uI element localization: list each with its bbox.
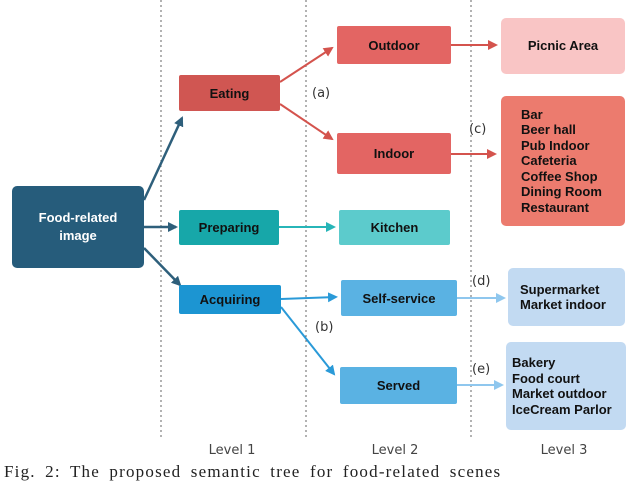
edge-acquiring-selfservice [280,292,338,303]
node-outdoor-label: Outdoor [368,37,420,53]
edge-label-d: (d) [472,274,491,289]
node-indoor: Indoor [337,133,451,174]
node-kitchen-label: Kitchen [370,220,419,235]
leaf-indoor-item: Dining Room [521,184,602,200]
edge-eating-outdoor [279,46,334,83]
edge-label-a: (a) [312,86,331,101]
edge-label-c: (c) [469,122,487,137]
leaf-served-item: Market outdoor [512,386,607,401]
node-acquiring-label: Acquiring [199,292,261,307]
node-served-label: Served [376,378,421,393]
node-served: Served [340,367,457,404]
edge-label-e: (e) [472,362,491,377]
leaf-picnic-item: Picnic Area [527,38,599,54]
leaf-served-item: Bakery [512,355,556,370]
leaf-indoor-item: Restaurant [521,199,589,215]
node-eating-label: Eating [209,85,250,101]
edge-root-acquiring [143,247,182,287]
node-acquiring: Acquiring [179,285,281,314]
root-node: Food-related image [12,186,144,268]
leaf-self-service-item: Supermarket [520,281,600,297]
leaf-indoor-item: Bar [521,106,543,122]
node-eating: Eating [179,75,280,111]
edge-eating-indoor [279,103,334,141]
leaf-indoor-item: Coffee Shop [521,168,598,184]
node-indoor-label: Indoor [373,146,415,161]
leaf-self-service-list: Supermarket Market indoor [508,268,625,326]
node-preparing-label: Preparing [198,220,260,235]
edge-label-b: (b) [315,320,334,335]
edge-acquiring-served [280,306,336,376]
node-preparing: Preparing [179,210,279,245]
level-label-3: Level 3 [540,443,588,458]
leaf-indoor-item: Cafeteria [521,153,577,169]
figure-caption: Fig. 2: The proposed semantic tree for f… [4,462,502,481]
leaf-indoor-item: Beer hall [521,122,576,138]
level-label-2: Level 2 [371,443,419,458]
leaf-indoor-item: Pub Indoor [521,137,590,153]
leaf-served-list: Bakery Food court Market outdoor IceCrea… [506,342,626,430]
leaf-served-item: Food court [512,370,580,386]
root-line-1: Food-related [38,210,118,225]
root-line-2: image [59,228,97,243]
edge-root-eating [142,116,184,201]
leaf-picnic: Picnic Area [501,18,625,74]
level-label-1: Level 1 [208,443,256,458]
node-self-service: Self-service [341,280,457,316]
leaf-served-item: IceCream Parlor [512,401,612,417]
node-kitchen: Kitchen [339,210,450,245]
leaf-self-service-item: Market indoor [520,297,606,312]
leaf-indoor-list: Bar Beer hall Pub Indoor Cafeteria Coffe… [501,96,625,226]
node-self-service-label: Self-service [362,290,436,306]
node-outdoor: Outdoor [337,26,451,64]
